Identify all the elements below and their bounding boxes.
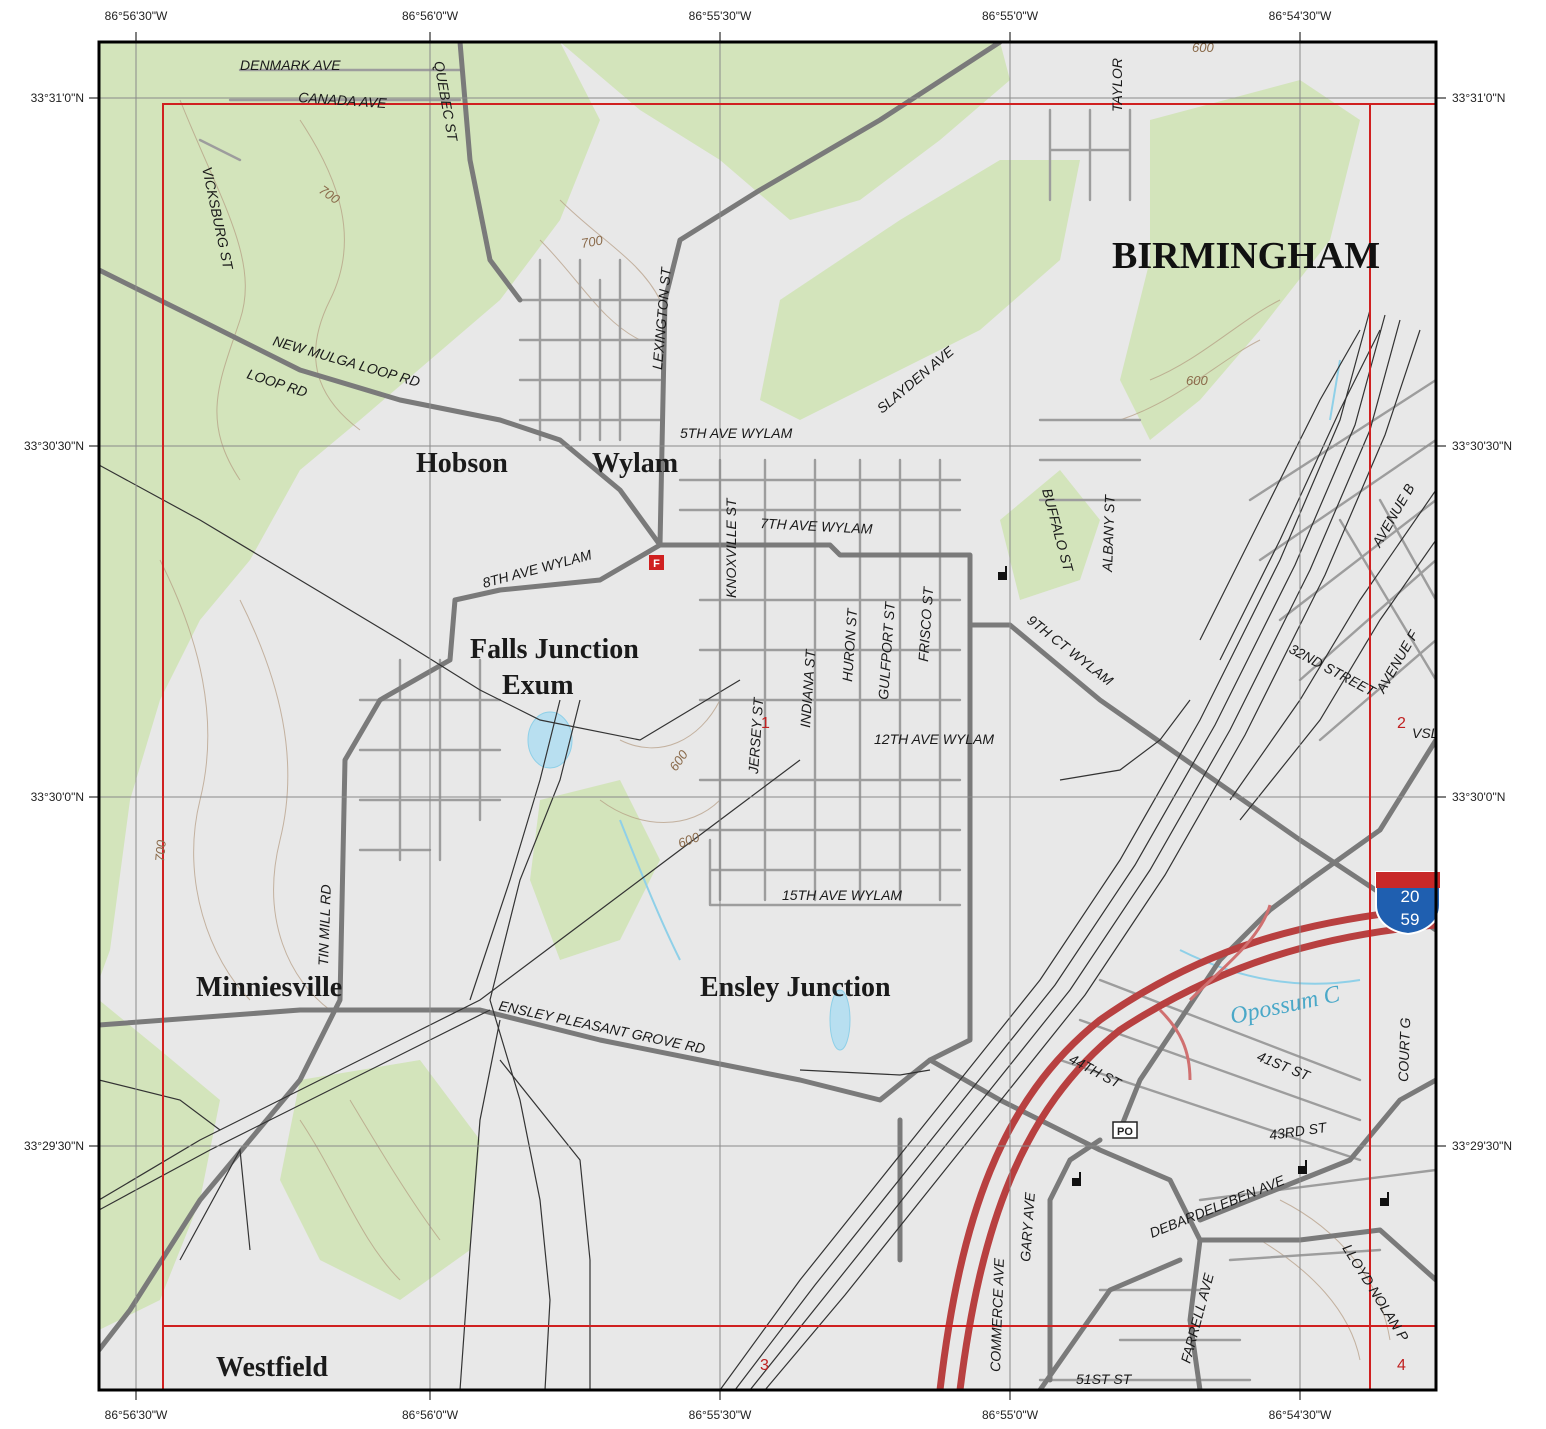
street-label: 51ST ST <box>1076 1371 1133 1387</box>
longitude-label: 86°56'0"W <box>402 9 459 23</box>
latitude-label: 33°31'0"N <box>31 91 84 105</box>
place-label: Hobson <box>416 448 508 479</box>
contour-label: 700 <box>152 839 169 863</box>
post-office-label: PO <box>1117 1126 1133 1138</box>
school-flag-icon <box>998 566 1007 580</box>
longitude-label: 86°55'0"W <box>982 1408 1039 1422</box>
city-label: BIRMINGHAM <box>1112 235 1380 277</box>
street-label: COMMERCE AVE <box>987 1257 1007 1372</box>
map-symbols: F PO <box>649 555 1389 1206</box>
street-label: GULFPORT ST <box>875 600 898 700</box>
school-flag-icon <box>1072 1172 1081 1186</box>
street-label: INDIANA ST <box>797 648 819 728</box>
place-labels: BIRMINGHAM Hobson Wylam Falls Junction E… <box>196 235 1380 1383</box>
street-label: TAYLOR <box>1109 58 1125 112</box>
graticule <box>99 42 1436 1390</box>
place-label: Exum <box>502 670 574 701</box>
contour-label: 600 <box>676 829 702 851</box>
sheet-number: 2 <box>1397 715 1406 732</box>
contour-label: 700 <box>580 232 605 251</box>
fire-station-label: F <box>653 558 660 570</box>
latitude-label: 33°30'30"N <box>1452 439 1512 453</box>
longitude-labels-bottom: 86°56'30"W 86°56'0"W 86°55'30"W 86°55'0"… <box>105 1408 1332 1422</box>
street-label: CANADA AVE <box>298 89 388 111</box>
interstate-shield-icon: 20 59 <box>1375 871 1441 936</box>
latitude-labels-left: 33°31'0"N 33°30'30"N 33°30'0"N 33°29'30"… <box>24 91 84 1153</box>
fire-station-icon <box>649 555 664 570</box>
place-label: Ensley Junction <box>700 972 891 1003</box>
longitude-label: 86°56'0"W <box>402 1408 459 1422</box>
street-label: KNOXVILLE ST <box>723 497 739 598</box>
map-content: F PO 600 700 700 600 600 600 700 DENMARK… <box>99 40 1438 1390</box>
street-label: JERSEY ST <box>745 696 766 775</box>
sheet-numbers: 1 2 3 4 <box>760 715 1406 1374</box>
place-label: Falls Junction <box>470 634 639 665</box>
street-label: DENMARK AVE <box>240 57 341 73</box>
longitude-label: 86°54'30"W <box>1269 1408 1332 1422</box>
interstate-shield-bottom: 59 <box>1401 910 1420 929</box>
latitude-labels-right: 33°31'0"N 33°30'30"N 33°30'0"N 33°29'30"… <box>1452 91 1512 1153</box>
place-label: Minniesville <box>196 972 342 1003</box>
map-frame <box>97 40 1438 1392</box>
street-label: 7TH AVE WYLAM <box>760 515 873 537</box>
school-flag-icon <box>1380 1192 1389 1206</box>
longitude-label: 86°55'30"W <box>689 9 752 23</box>
place-label: Wylam <box>592 448 678 479</box>
quad-outline <box>162 103 1436 1390</box>
latitude-label: 33°30'0"N <box>31 790 84 804</box>
longitude-label: 86°56'30"W <box>105 9 168 23</box>
interstate-shield-top: 20 <box>1401 887 1420 906</box>
post-office-icon <box>1112 1121 1138 1139</box>
longitude-label: 86°54'30"W <box>1269 9 1332 23</box>
street-label: FRISCO ST <box>915 585 936 662</box>
contour-label: 600 <box>1192 40 1214 55</box>
contour-label: 600 <box>1186 373 1208 388</box>
latitude-label: 33°30'0"N <box>1452 790 1505 804</box>
street-label: 12TH AVE WYLAM <box>874 731 994 747</box>
longitude-label: 86°56'30"W <box>105 1408 168 1422</box>
latitude-label: 33°30'30"N <box>24 439 84 453</box>
contour-layer <box>159 99 1391 1361</box>
street-label: ALBANY ST <box>1099 493 1118 573</box>
street-label: HURON ST <box>839 607 860 682</box>
latitude-label: 33°29'30"N <box>24 1139 84 1153</box>
street-label: VSL <box>1412 725 1438 741</box>
longitude-labels-top: 86°56'30"W 86°56'0"W 86°55'30"W 86°55'0"… <box>105 9 1332 23</box>
street-label: GARY AVE <box>1017 1191 1038 1262</box>
longitude-label: 86°55'0"W <box>982 9 1039 23</box>
street-label: COURT G <box>1395 1017 1413 1082</box>
street-label: TIN MILL RD <box>315 884 334 966</box>
sheet-number: 4 <box>1397 1357 1406 1374</box>
sheet-number: 3 <box>760 1357 769 1374</box>
latitude-label: 33°29'30"N <box>1452 1139 1512 1153</box>
school-flag-icon <box>1298 1160 1307 1174</box>
latitude-label: 33°31'0"N <box>1452 91 1505 105</box>
street-label: 5TH AVE WYLAM <box>680 425 793 441</box>
place-label: Westfield <box>216 1352 328 1383</box>
longitude-label: 86°55'30"W <box>689 1408 752 1422</box>
sheet-number: 1 <box>761 715 770 732</box>
street-label: 15TH AVE WYLAM <box>782 887 902 903</box>
interstate-i20-59 <box>936 904 1436 1390</box>
frame-ticks <box>89 32 1446 1400</box>
vegetation-layer <box>99 42 1360 1330</box>
railroad-layer <box>99 309 1436 1390</box>
